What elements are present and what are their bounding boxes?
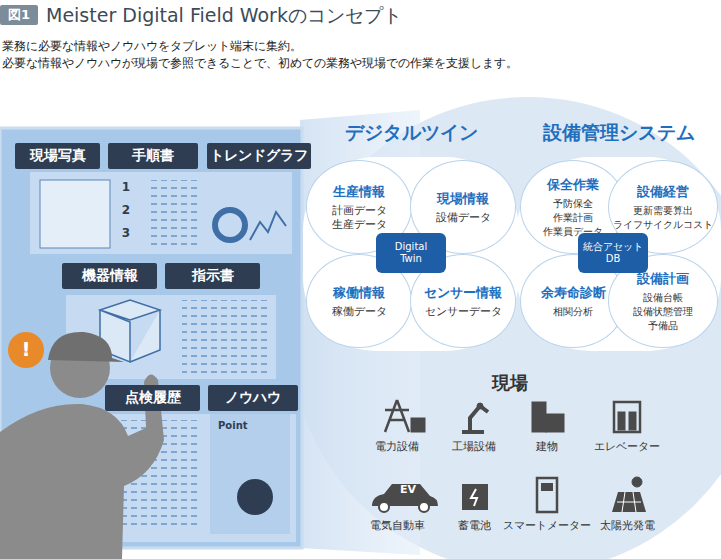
ev-mark: EV <box>396 483 420 497</box>
cap <box>48 332 124 362</box>
node-text: 点検履歴 <box>125 389 181 407</box>
node-text: Digital Twin <box>388 241 434 265</box>
photo <box>40 180 110 248</box>
circle-body: 更新需要算出 ライフサイクルコスト <box>609 204 717 232</box>
circle-heading: 現場情報 <box>437 190 489 208</box>
field-label: 太陽光発電 <box>582 519 672 533</box>
power-icon <box>385 400 409 432</box>
circle-heading: 保全作業 <box>547 176 599 194</box>
node-text: トレンドグラフ <box>210 147 308 165</box>
cluster: 設備管理システム保全作業予防保全 作業計画 作業員データ設備経営更新需要算出 ラ… <box>520 160 718 348</box>
field-label: 建物 <box>502 440 592 454</box>
ev-icon <box>379 502 389 512</box>
battery-icon <box>471 489 477 506</box>
building-icon <box>532 402 546 432</box>
circle-body: 稼働データ <box>319 305 399 319</box>
meter-icon <box>537 478 557 512</box>
info-tag: 点検履歴 <box>105 385 200 411</box>
trend-line <box>250 212 286 240</box>
circle-body: 相関分析 <box>533 305 613 319</box>
center-box: 統合アセット DB <box>578 233 648 273</box>
field-label: スマートメーター <box>502 519 592 533</box>
building-icon <box>546 414 564 432</box>
battery-icon <box>462 484 488 510</box>
info-tag: 現場写真 <box>15 143 100 169</box>
field-region <box>290 97 721 559</box>
instruction-lines <box>182 300 268 374</box>
node-text: 現場写真 <box>30 147 86 165</box>
field-label: 電気自動車 <box>352 519 442 533</box>
cluster: デジタルツイン生産情報計画データ 生産データ現場情報設備データ稼働情報稼働データ… <box>306 160 516 348</box>
info-tag: 機器情報 <box>62 263 157 289</box>
robot-icon <box>462 406 488 432</box>
circle-heading: 生産情報 <box>333 183 385 201</box>
solar-icon <box>612 492 646 512</box>
node-text: 手順書 <box>132 147 174 165</box>
field-icons <box>372 400 646 512</box>
alert-callout <box>8 332 44 368</box>
info-tag: ノウハウ <box>208 385 298 411</box>
circle-body: 設備台帳 設備状態管理 予備品 <box>628 291 698 333</box>
circle-body: センサーデータ <box>416 305 511 319</box>
caption: 業務に必要な情報やノウハウをタブレット端末に集約。 必要な情報やノウハウが現場で… <box>2 38 572 72</box>
step-number: 2 <box>118 203 134 218</box>
cluster-heading: デジタルツイン <box>286 120 536 146</box>
text-lines <box>150 180 200 246</box>
elevator-icon <box>618 412 625 430</box>
point-mark: Point <box>218 420 258 433</box>
section-heading: 現場 <box>470 372 550 395</box>
knowhow-panel <box>210 414 290 534</box>
ev-icon <box>419 502 429 512</box>
info-tag: トレンドグラフ <box>207 143 311 169</box>
info-tag: 指示書 <box>165 263 260 289</box>
circle-heading: 余寿命診断 <box>541 284 606 302</box>
robot-icon <box>477 403 483 409</box>
field-label: エレベーター <box>582 440 672 454</box>
figure-badge: 図1 <box>0 5 38 25</box>
elevator-icon <box>629 412 636 430</box>
circle-heading: センサー情報 <box>424 284 502 302</box>
screen-panel <box>30 172 292 254</box>
circle-body: 計画データ 生産データ <box>328 204 390 232</box>
elevator-icon <box>614 402 640 432</box>
alert-mark: ! <box>16 337 36 362</box>
gauge <box>215 210 245 240</box>
worker-figure <box>237 479 273 515</box>
step-number: 1 <box>118 180 134 195</box>
circle-heading: 稼働情報 <box>333 284 385 302</box>
node-text: 指示書 <box>192 267 234 285</box>
power-icon <box>411 418 425 432</box>
step-number: 3 <box>118 226 134 241</box>
node-text: ノウハウ <box>225 389 281 407</box>
solar-icon <box>632 477 642 487</box>
field-label: 工場設備 <box>429 440 519 454</box>
field-label: 電力設備 <box>352 440 442 454</box>
node-text: 機器情報 <box>82 267 138 285</box>
circle-heading: 設備経営 <box>637 183 689 201</box>
circle-body: 設備データ <box>423 211 503 225</box>
solar-icon <box>617 492 641 512</box>
info-tag: 手順書 <box>108 143 198 169</box>
title: Meister Digital Field Workのコンセプト <box>46 3 402 29</box>
node-text: 統合アセット DB <box>583 241 643 265</box>
cluster-heading: 設備管理システム <box>500 120 721 146</box>
meter-icon <box>541 483 553 491</box>
center-box: Digital Twin <box>376 233 446 273</box>
